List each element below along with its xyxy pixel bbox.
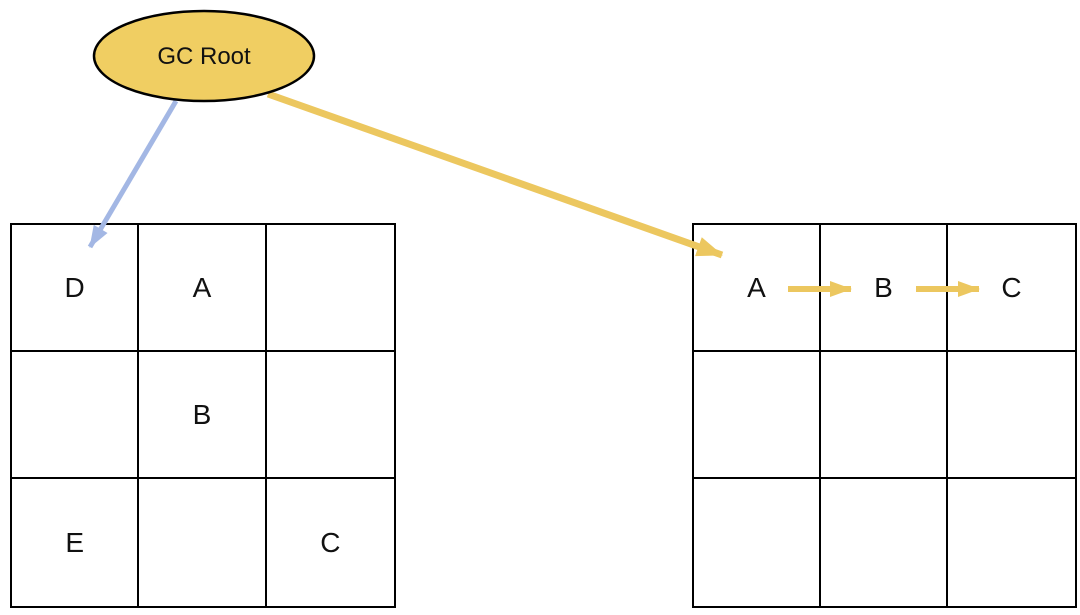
empty-cell (694, 352, 821, 479)
cell-E: E (12, 479, 140, 606)
cell-C-right: C (948, 225, 1075, 352)
left-heap-grid: D A B E C (10, 223, 396, 608)
cell-B-left: B (139, 352, 267, 479)
gc-root-label: GC Root (157, 43, 251, 70)
empty-cell (948, 479, 1075, 606)
empty-cell (266, 225, 394, 352)
empty-cell (821, 479, 948, 606)
cell-C-left: C (320, 526, 341, 558)
empty-cell (694, 479, 821, 606)
empty-cell (948, 352, 1075, 479)
cell-A-left: A (139, 225, 267, 352)
cell-D: D (12, 225, 140, 352)
empty-cell (821, 352, 948, 479)
right-heap-grid: A B C (692, 223, 1077, 608)
empty-cell (12, 352, 140, 479)
cell-A-right: A (694, 225, 821, 352)
cell-B-right: B (821, 225, 948, 352)
gc-root-node (92, 9, 316, 103)
empty-cell (139, 479, 267, 606)
empty-cell (266, 352, 394, 479)
